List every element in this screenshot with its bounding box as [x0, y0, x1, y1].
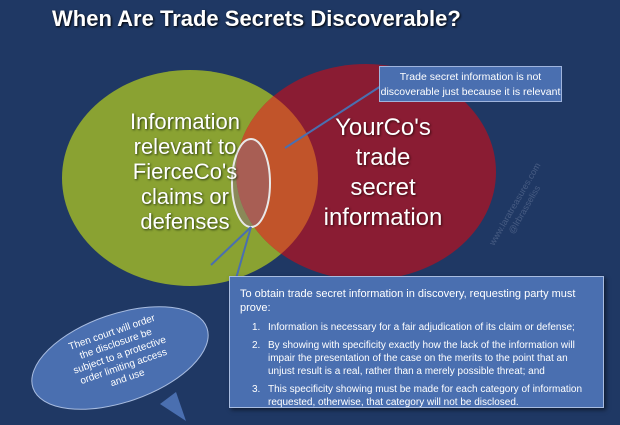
left-label-line: FierceCo's	[132, 159, 238, 184]
top-callout-box: Trade secret information is not discover…	[379, 66, 562, 102]
list-text: This specificity showing must be made fo…	[268, 384, 583, 408]
requirements-list: 1. Information is necessary for a fair a…	[240, 321, 593, 409]
left-label-line: relevant to	[133, 134, 237, 159]
requirements-heading: To obtain trade secret information in di…	[240, 288, 576, 314]
list-number: 2.	[252, 340, 261, 351]
callout-line: discoverable just because it is relevant	[380, 86, 561, 98]
connector-top-callout	[284, 85, 382, 149]
list-number: 1.	[252, 322, 261, 333]
list-text: By showing with specificity exactly how …	[268, 340, 575, 377]
right-label-line: secret	[350, 174, 416, 201]
list-item: 3. This specificity showing must be made…	[240, 383, 593, 409]
list-item: 2. By showing with specificity exactly h…	[240, 339, 593, 378]
requirements-box: To obtain trade secret information in di…	[229, 276, 604, 408]
connector-speech-bubble	[210, 226, 252, 266]
speech-bubble	[31, 306, 209, 421]
left-circle-label: Information relevant to FierceCo's claim…	[95, 109, 275, 234]
right-label-line: information	[323, 204, 443, 231]
left-label-line: Information	[129, 109, 241, 134]
list-number: 3.	[252, 384, 261, 395]
list-text: Information is necessary for a fair adju…	[268, 322, 575, 333]
connector-info-box	[234, 226, 252, 283]
left-label-line: claims or	[140, 184, 229, 209]
list-item: 1. Information is necessary for a fair a…	[240, 321, 593, 334]
right-label-line: YourCo's	[335, 114, 431, 141]
callout-line: Trade secret information is not	[399, 71, 542, 83]
slide-title: When Are Trade Secrets Discoverable?	[52, 6, 461, 31]
right-label-line: trade	[355, 144, 411, 171]
right-circle-label: YourCo's trade secret information	[303, 113, 463, 233]
left-label-line: defenses	[140, 209, 230, 234]
